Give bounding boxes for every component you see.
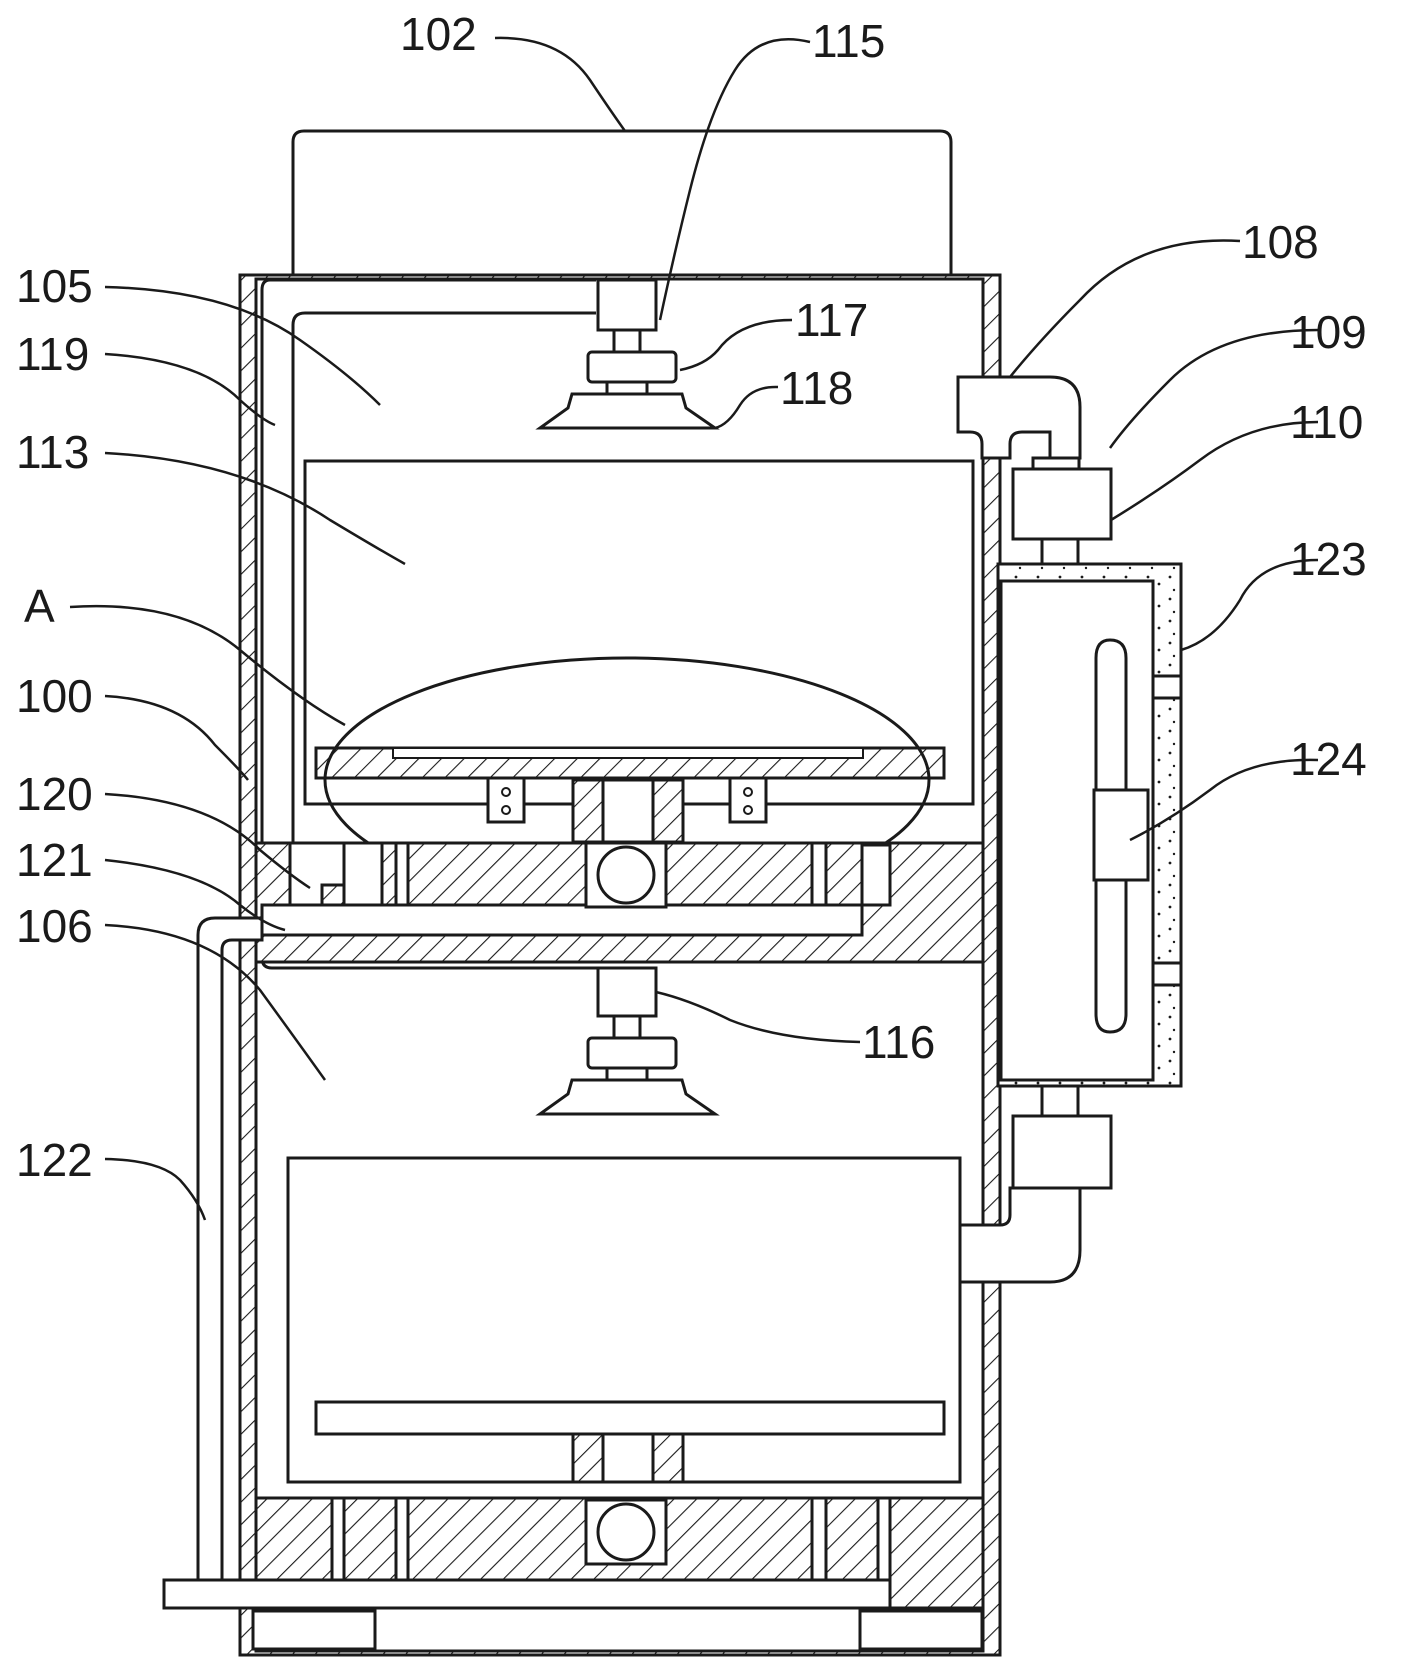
label-120: 120: [16, 768, 93, 820]
label-118: 118: [780, 362, 853, 414]
label-108: 108: [1242, 216, 1319, 268]
label-122: 122: [16, 1134, 93, 1186]
label-119: 119: [16, 328, 89, 380]
fan-housing: [996, 562, 1183, 1088]
upper-rack: [314, 746, 946, 844]
middle-partition: [254, 841, 985, 964]
label-123: 123: [1290, 533, 1367, 585]
label-109: 109: [1290, 306, 1367, 358]
upper-nozzle: [535, 278, 720, 430]
label-106: 106: [16, 900, 93, 952]
label-117: 117: [795, 294, 868, 346]
lower-tray: [286, 1156, 962, 1484]
label-115: 115: [812, 15, 885, 67]
top-cover: [291, 129, 953, 277]
label-113: 113: [16, 426, 89, 478]
label-124: 124: [1290, 733, 1367, 785]
label-100: 100: [16, 670, 93, 722]
return-pipe: [196, 916, 264, 1582]
reference-numerals: 102 115 108 105 117 109 119 118 110 113 …: [16, 8, 1367, 1186]
lower-right-piping: [958, 1084, 1113, 1284]
label-a: A: [24, 580, 55, 632]
label-110: 110: [1290, 396, 1363, 448]
foot-left: [251, 1609, 377, 1651]
leader-lines: [69, 36, 1319, 1221]
label-102: 102: [400, 8, 477, 60]
label-116: 116: [862, 1016, 935, 1068]
foot-right: [858, 1609, 984, 1651]
bottom-base: [162, 1496, 985, 1610]
label-105: 105: [16, 260, 93, 312]
label-121: 121: [16, 834, 93, 886]
